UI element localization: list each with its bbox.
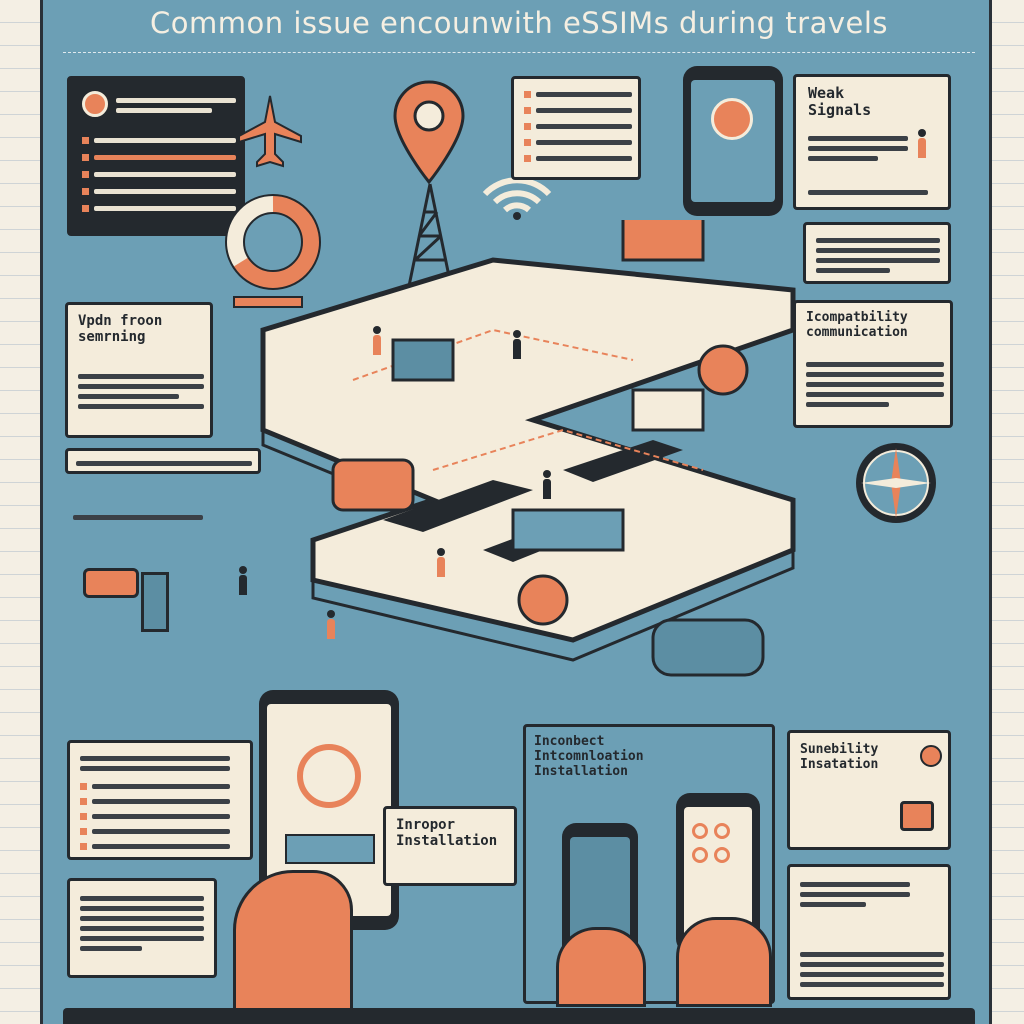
hand-center: [556, 927, 646, 1007]
improper-installation-panel: Inropor Installation: [383, 806, 517, 886]
info-panel-right: [803, 222, 951, 284]
hand-right: [676, 917, 772, 1007]
incomplete-installation-panel: Inconbect Intcomnloation Installation: [523, 724, 775, 1007]
bullet-icon: [82, 154, 89, 161]
bullet-icon: [82, 137, 89, 144]
compatibility-panel: Icompatbility communication: [793, 300, 953, 428]
bullet-icon: [82, 171, 89, 178]
traveler-figure: [327, 610, 335, 639]
station-sign: [83, 568, 139, 598]
traveler-figure: [437, 548, 445, 577]
bullet-icon: [82, 205, 89, 212]
compass-icon: [856, 443, 936, 523]
isometric-travel-map: [260, 220, 796, 677]
issue-list-panel: [67, 76, 245, 236]
incomplete-installation-title: Inconbect Intcomnloation Installation: [534, 734, 644, 779]
notebook-margin-right: [992, 0, 1024, 1024]
installation-steps-panel: [67, 740, 253, 860]
title-divider: [63, 52, 975, 53]
vpdn-roaming-panel: Vpdn froon semrning: [65, 302, 213, 438]
signal-icon: [711, 98, 753, 140]
sunability-installation-title: Sunebility Insatation: [800, 742, 879, 772]
weak-signals-panel: Weak Signals: [793, 74, 951, 210]
alert-icon: [920, 745, 942, 767]
wifi-signal-icon: [482, 177, 552, 220]
poster-title: Common issue encounwith eSSIMs during tr…: [149, 6, 889, 40]
app-list-panel: [511, 76, 641, 180]
phone-illustration-top: [683, 66, 783, 216]
bullet-icon: [82, 188, 89, 195]
roaming-note-2: [73, 510, 203, 525]
compatibility-title: Icompatbility communication: [806, 310, 908, 340]
traveler-figure: [543, 470, 551, 499]
infographic-poster: Common issue encounwith eSSIMs during tr…: [40, 0, 992, 1024]
airplane-icon: [238, 95, 302, 168]
improper-installation-title: Inropor Installation: [396, 817, 498, 850]
sunability-details-panel: [787, 864, 951, 1000]
hand-left: [233, 870, 353, 1020]
traveler-figure: [513, 330, 521, 359]
weak-signals-title: Weak Signals: [808, 84, 872, 120]
traveler-figure: [373, 326, 381, 355]
donut-label-bar: [233, 296, 303, 308]
cell-tower-icon: [407, 183, 453, 287]
bottom-strip: [63, 1008, 975, 1024]
roaming-note-1: [65, 448, 261, 474]
target-icon: [82, 91, 108, 117]
donut-chart-icon: [225, 194, 321, 290]
vpdn-roaming-title: Vpdn froon semrning: [78, 313, 163, 346]
sunability-installation-panel: Sunebility Insatation: [787, 730, 951, 850]
notebook-margin-left: [0, 0, 40, 1024]
traveler-figure: [918, 129, 926, 158]
target-icon: [297, 744, 361, 808]
location-pin-icon: [393, 80, 465, 185]
traveler-figure: [239, 566, 247, 595]
station-kiosk: [141, 572, 169, 632]
installation-note-panel: [67, 878, 217, 978]
wallet-icon: [900, 801, 934, 831]
